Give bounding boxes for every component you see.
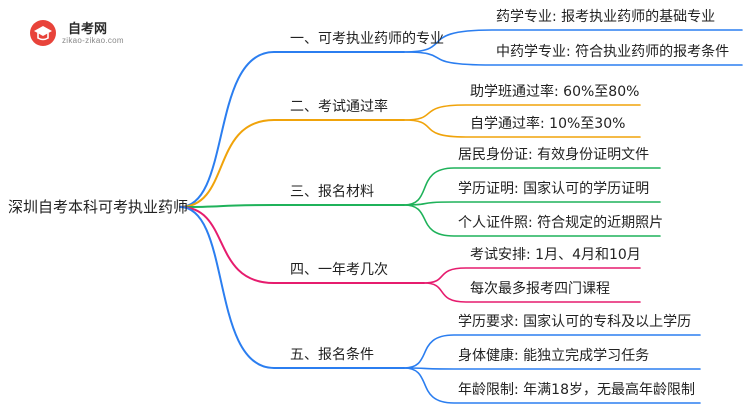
branch-connector: [179, 206, 405, 369]
leaf-connector: [423, 267, 641, 284]
branch-topic: 二、考试通过率: [290, 99, 388, 115]
leaf-topic: 个人证件照: 符合规定的近期照片: [458, 215, 664, 231]
branch-connector: [179, 51, 405, 208]
leaf-topic: 自学通过率: 10%至30%: [470, 116, 626, 132]
leaf-connector: [403, 104, 641, 121]
leaf-connector: [403, 29, 743, 53]
branch-connector: [179, 119, 405, 208]
leaf-topic: 身体健康: 能独立完成学习任务: [458, 348, 650, 364]
graduation-cap-icon: [30, 20, 56, 46]
leaf-connector: [403, 367, 701, 370]
leaf-topic: 助学班通过率: 60%至80%: [470, 84, 640, 100]
root-topic: 深圳自考本科可考执业药师: [8, 198, 189, 216]
logo-url: zikao-zikao.com: [62, 36, 124, 45]
leaf-connector: [403, 119, 641, 138]
branch-connector: [179, 206, 425, 284]
leaf-topic: 年龄限制: 年满18岁，无最高年龄限制: [458, 382, 695, 398]
leaf-connector: [403, 51, 743, 66]
leaf-topic: 学历证明: 国家认可的学历证明: [458, 181, 650, 197]
leaf-topic: 药学专业: 报考执业药师的基础专业: [496, 9, 716, 25]
leaf-topic: 居民身份证: 有效身份证明文件: [458, 147, 650, 163]
branch-topic: 三、报名材料: [290, 184, 374, 200]
leaf-connector: [403, 167, 661, 206]
leaf-connector: [403, 201, 661, 206]
leaf-topic: 每次最多报考四门课程: [470, 281, 610, 297]
branch-topic: 一、可考执业药师的专业: [290, 31, 444, 47]
leaf-topic: 学历要求: 国家认可的专科及以上学历: [458, 314, 692, 330]
branch-topic: 五、报名条件: [290, 347, 374, 363]
branch-topic: 四、一年考几次: [290, 262, 388, 278]
branch-connector: [179, 204, 405, 208]
leaf-connector: [403, 334, 701, 369]
site-logo[interactable]: 自考网 zikao-zikao.com: [30, 18, 160, 50]
logo-name: 自考网: [68, 21, 108, 36]
leaf-connector: [403, 367, 701, 404]
leaf-topic: 考试安排: 1月、4月和10月: [470, 247, 641, 263]
leaf-connector: [403, 204, 661, 237]
leaf-connector: [423, 282, 641, 303]
leaf-topic: 中药学专业: 符合执业药师的报考条件: [496, 44, 730, 60]
